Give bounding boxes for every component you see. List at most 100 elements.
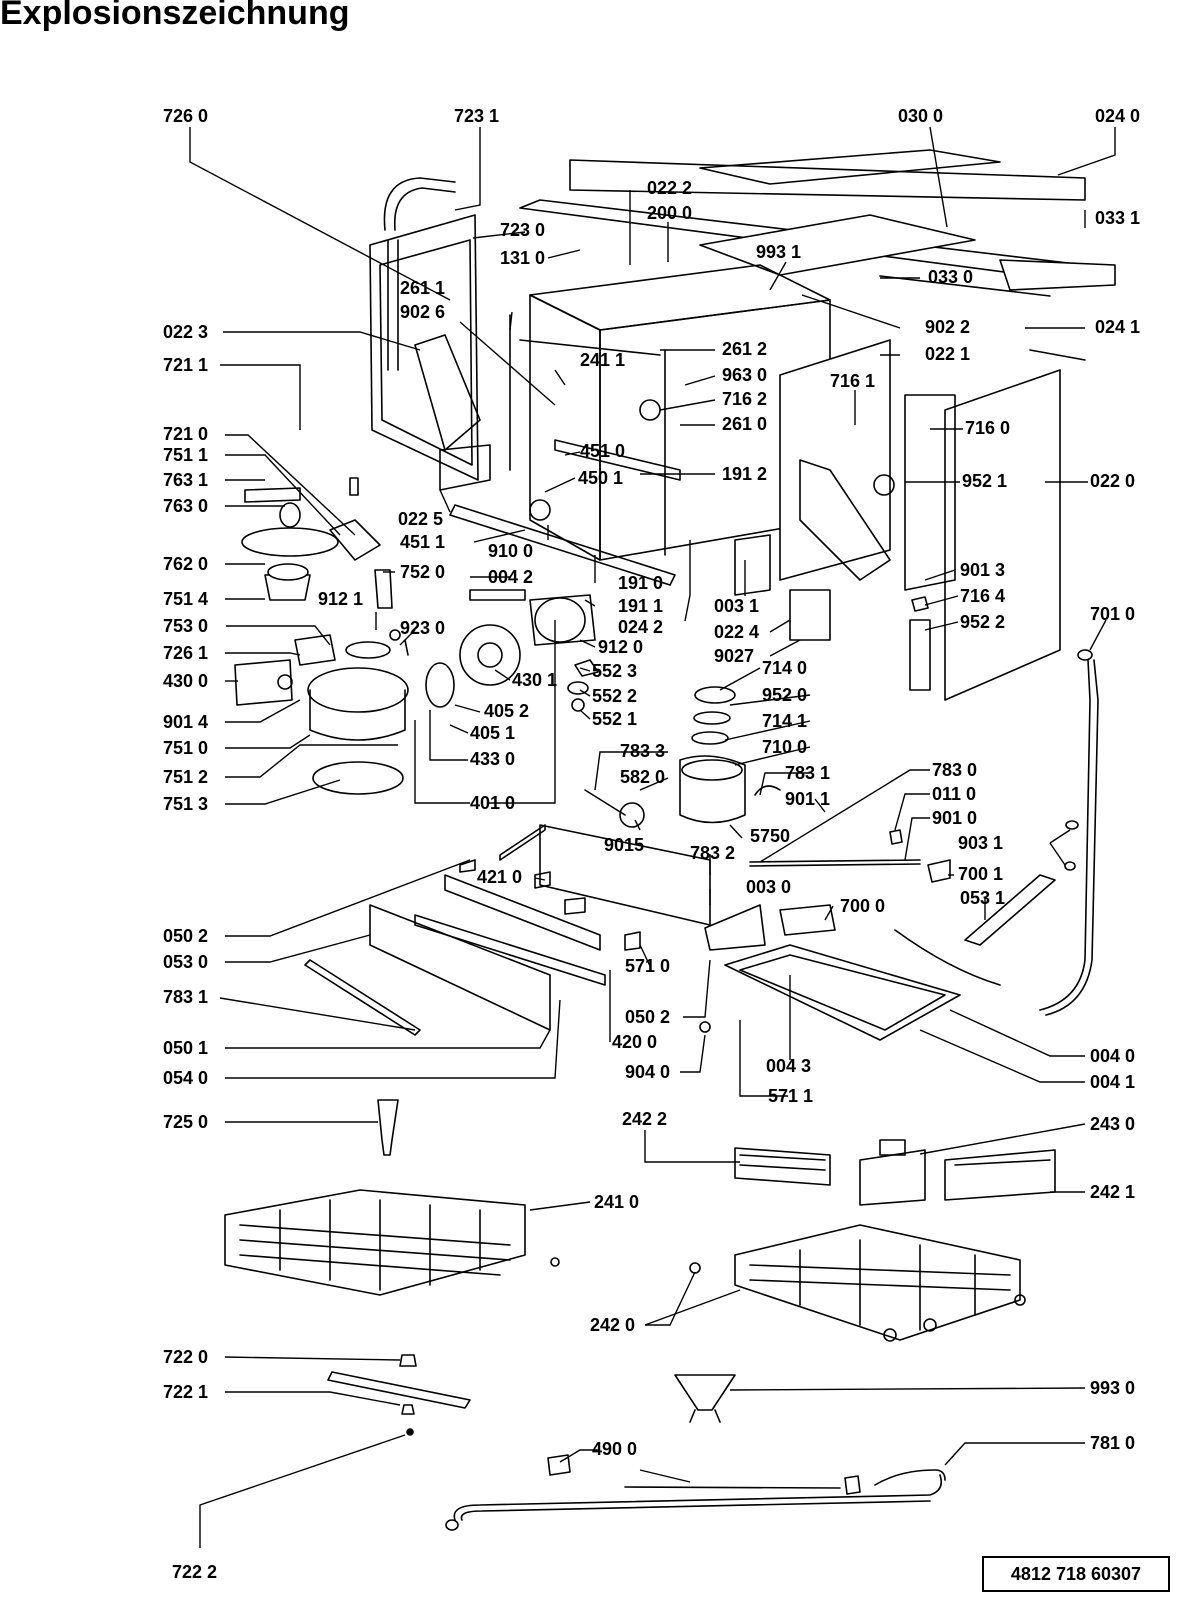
- part-label: 725 0: [163, 1112, 208, 1132]
- part-label: 716 2: [722, 389, 767, 409]
- part-label: 552 2: [592, 686, 637, 706]
- part-label: 050 2: [163, 926, 208, 946]
- part-label: 721 0: [163, 424, 208, 444]
- part-label: 054 0: [163, 1068, 208, 1088]
- part-label: 451 1: [400, 532, 445, 552]
- leader-lines: [189, 126, 1116, 1548]
- part-label: 241 1: [580, 350, 625, 370]
- part-label: 751 4: [163, 589, 208, 609]
- part-label: 903 1: [958, 833, 1003, 853]
- part-label: 242 2: [622, 1109, 667, 1129]
- part-label: 783 1: [163, 987, 208, 1007]
- part-label: 751 3: [163, 794, 208, 814]
- part-label: 022 1: [925, 344, 970, 364]
- part-label: 9015: [604, 835, 644, 855]
- part-label: 405 1: [470, 723, 515, 743]
- part-label: 420 0: [612, 1032, 657, 1052]
- part-label: 241 0: [594, 1192, 639, 1212]
- part-label: 450 1: [578, 468, 623, 488]
- part-label: 552 1: [592, 709, 637, 729]
- part-label: 053 1: [960, 888, 1005, 908]
- part-label: 033 1: [1095, 208, 1140, 228]
- part-label: 993 1: [756, 242, 801, 262]
- part-label: 722 0: [163, 1347, 208, 1367]
- part-label: 033 0: [928, 267, 973, 287]
- part-label: 050 1: [163, 1038, 208, 1058]
- part-label: 261 0: [722, 414, 767, 434]
- part-label: 722 1: [163, 1382, 208, 1402]
- part-label: 405 2: [484, 701, 529, 721]
- part-label: 753 0: [163, 616, 208, 636]
- part-label: 022 5: [398, 509, 443, 529]
- part-label: 952 2: [960, 612, 1005, 632]
- part-label: 003 1: [714, 596, 759, 616]
- part-label: 242 0: [590, 1315, 635, 1335]
- part-label: 723 0: [500, 220, 545, 240]
- part-label: 901 3: [960, 560, 1005, 580]
- part-label: 024 2: [618, 617, 663, 637]
- part-label: 783 2: [690, 843, 735, 863]
- part-label: 710 0: [762, 737, 807, 757]
- part-label: 022 3: [163, 322, 208, 342]
- part-label: 401 0: [470, 793, 515, 813]
- part-label: 751 1: [163, 445, 208, 465]
- part-label: 902 6: [400, 302, 445, 322]
- part-label: 242 1: [1090, 1182, 1135, 1202]
- part-label: 022 4: [714, 622, 759, 642]
- part-label: 022 2: [647, 178, 692, 198]
- part-label: 952 0: [762, 685, 807, 705]
- part-label: 963 0: [722, 365, 767, 385]
- part-label: 752 0: [400, 562, 445, 582]
- part-label: 191 0: [618, 573, 663, 593]
- part-label: 721 1: [163, 355, 208, 375]
- part-label: 200 0: [647, 203, 692, 223]
- part-label: 191 2: [722, 464, 767, 484]
- part-label: 024 0: [1095, 106, 1140, 126]
- part-label: 430 0: [163, 671, 208, 691]
- part-label: 700 1: [958, 864, 1003, 884]
- part-label: 716 4: [960, 586, 1005, 606]
- part-label: 714 1: [762, 711, 807, 731]
- part-artwork: [224, 149, 1116, 1531]
- part-label: 131 0: [500, 248, 545, 268]
- part-label: 722 2: [172, 1562, 217, 1582]
- part-label: 952 1: [962, 471, 1007, 491]
- part-label: 243 0: [1090, 1114, 1135, 1134]
- part-label: 011 0: [932, 784, 976, 804]
- part-label: 714 0: [762, 658, 807, 678]
- part-label: 783 0: [932, 760, 977, 780]
- part-label: 726 0: [163, 106, 208, 126]
- part-label: 783 3: [620, 741, 665, 761]
- part-label: 030 0: [898, 106, 943, 126]
- part-label: 582 0: [620, 767, 665, 787]
- document-number: 4812 718 60307: [1010, 1563, 1142, 1584]
- part-label: 781 0: [1090, 1433, 1135, 1453]
- part-label: 910 0: [488, 541, 533, 561]
- part-label: 024 1: [1095, 317, 1140, 337]
- part-label: 022 0: [1090, 471, 1135, 491]
- part-label: 700 0: [840, 896, 885, 916]
- part-label: 191 1: [618, 596, 663, 616]
- part-label: 004 3: [766, 1056, 811, 1076]
- part-label: 763 0: [163, 496, 208, 516]
- part-label: 004 1: [1090, 1072, 1135, 1092]
- document-number-box: 4812 718 60307: [982, 1556, 1170, 1592]
- part-label: 904 0: [625, 1062, 670, 1082]
- part-label: 751 0: [163, 738, 208, 758]
- part-label: 053 0: [163, 952, 208, 972]
- part-label: 5750: [750, 826, 790, 846]
- part-label: 430 1: [512, 670, 557, 690]
- part-label: 003 0: [746, 877, 791, 897]
- part-label: 762 0: [163, 554, 208, 574]
- part-label: 726 1: [163, 643, 208, 663]
- part-label: 050 2: [625, 1007, 670, 1027]
- part-label: 004 2: [488, 567, 533, 587]
- part-label: 902 2: [925, 317, 970, 337]
- part-label: 433 0: [470, 749, 515, 769]
- part-label: 451 0: [580, 441, 625, 461]
- part-label: 490 0: [592, 1439, 637, 1459]
- part-label: 701 0: [1090, 604, 1135, 624]
- part-label: 004 0: [1090, 1046, 1135, 1066]
- part-label: 751 2: [163, 767, 208, 787]
